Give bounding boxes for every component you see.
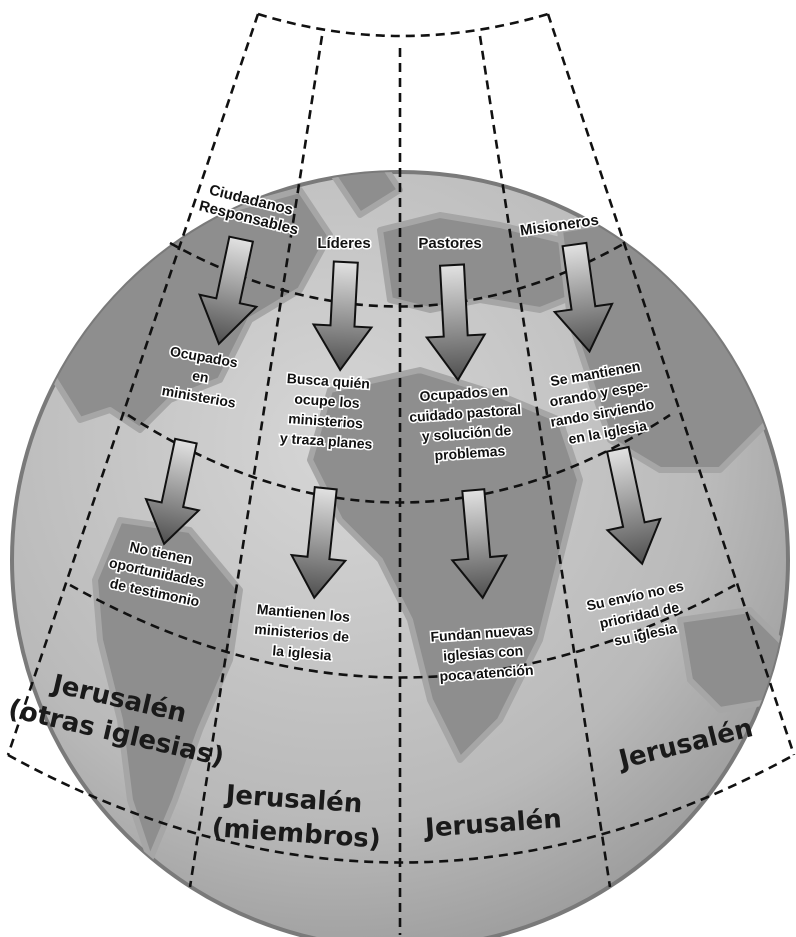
arrow-pastores-2	[450, 488, 508, 600]
row2-pastores: Fundan nuevas iglesias con poca atención	[430, 621, 540, 684]
arrow-lideres-2	[289, 486, 348, 600]
arrows	[144, 235, 662, 600]
arrow-ciudadanos-1	[198, 235, 259, 346]
africa-landmass	[307, 367, 583, 763]
arrow-pastores-1	[424, 263, 487, 382]
dashed-grid	[6, 12, 796, 935]
header-pastores: Pastores	[418, 235, 481, 252]
arrow-lideres-1	[311, 260, 374, 372]
arrow-misioneros-1	[552, 241, 614, 354]
arrow-misioneros-2	[605, 445, 662, 566]
arrow-ciudadanos-2	[144, 437, 201, 546]
south-america-landmass	[92, 517, 243, 863]
header-lideres: Líderes	[317, 235, 370, 252]
